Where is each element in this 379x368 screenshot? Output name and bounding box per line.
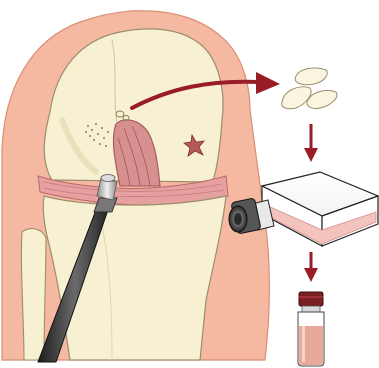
culture-arrow-icon bbox=[304, 124, 318, 162]
harvest-arrowhead bbox=[256, 72, 280, 94]
vial-cap bbox=[299, 292, 323, 306]
transfer-arrow-icon bbox=[304, 252, 318, 282]
vial-glare bbox=[302, 314, 305, 362]
vial-cap-highlight bbox=[299, 296, 323, 298]
knee-joint bbox=[2, 11, 269, 362]
fibula-bone bbox=[21, 229, 46, 360]
vial-neck bbox=[302, 306, 320, 312]
vial-icon bbox=[298, 292, 324, 366]
chondrocyte-icon bbox=[282, 68, 337, 109]
